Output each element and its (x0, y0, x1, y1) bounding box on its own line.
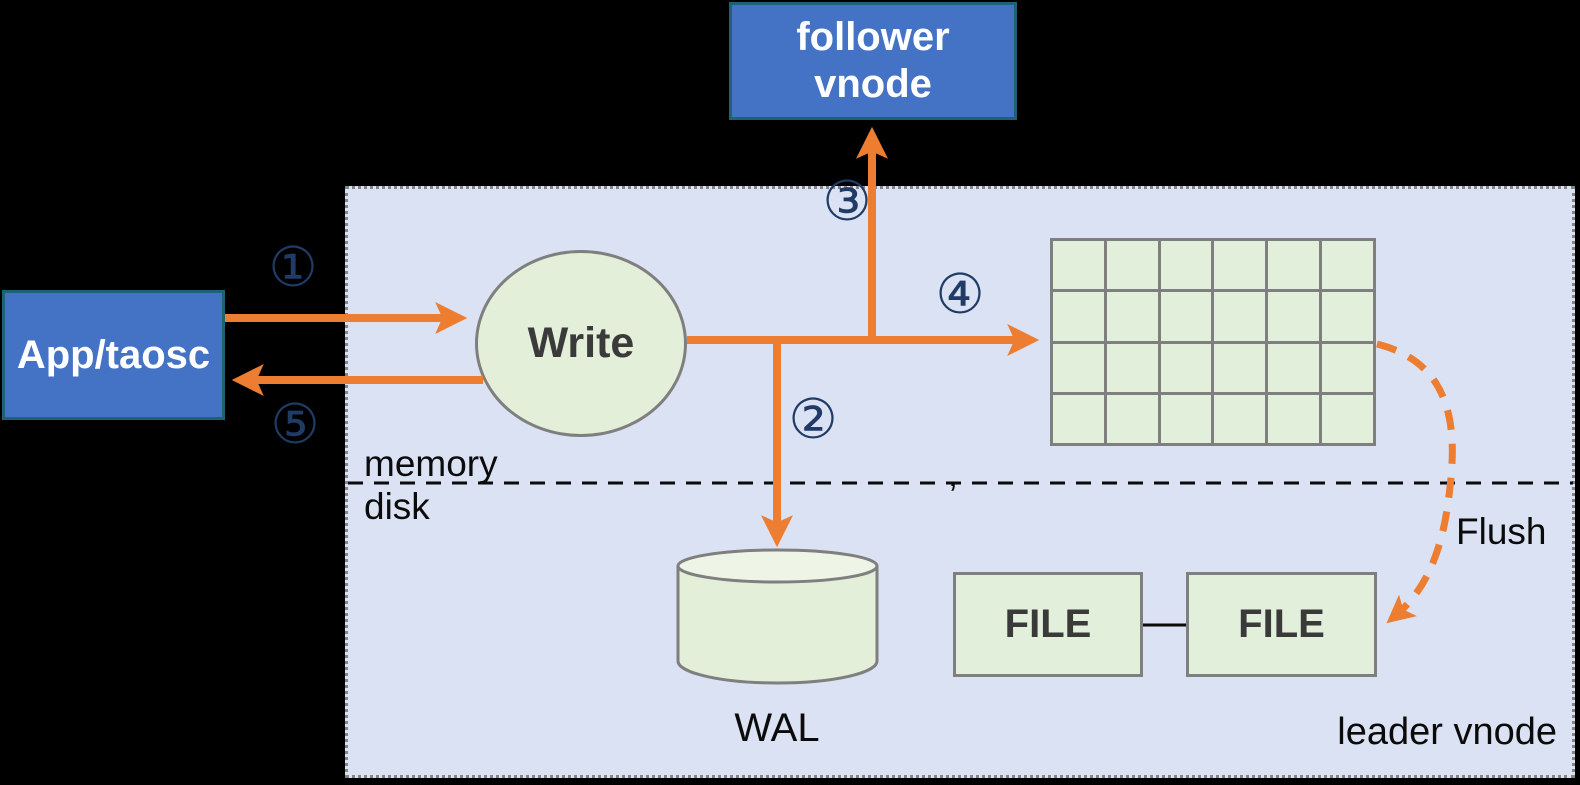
flush-label: Flush (1456, 511, 1547, 552)
memtable-cell (1214, 241, 1266, 290)
memtable-cell (1160, 343, 1212, 392)
wal-label: WAL (734, 706, 820, 750)
memtable-cell (1160, 292, 1212, 341)
file-node-right: FILE (1186, 572, 1377, 677)
memtable-cell (1268, 394, 1320, 443)
step-2-badge: ② (788, 387, 838, 451)
memtable-cell (1322, 241, 1373, 290)
memtable-cell (1268, 241, 1320, 290)
memtable-grid (1050, 238, 1376, 446)
memtable-cell (1160, 241, 1212, 290)
memtable-cell (1053, 343, 1104, 392)
follower-vnode-node: follower vnode (729, 2, 1017, 120)
memtable-cell (1053, 394, 1104, 443)
memtable-cell (1214, 394, 1266, 443)
follower-vnode-label-line2: vnode (814, 62, 932, 106)
memtable-cell (1322, 394, 1373, 443)
app-taosc-node: App/taosc (2, 290, 225, 420)
memtable-cell (1268, 292, 1320, 341)
leader-vnode-label: leader vnode (1337, 711, 1557, 753)
memtable-cell (1053, 292, 1104, 341)
memory-label: memory (364, 443, 498, 484)
step-3-badge: ③ (822, 169, 872, 233)
stray-comma-mark: , (948, 453, 959, 494)
step-1-badge: ① (268, 235, 318, 299)
memtable-cell (1053, 241, 1104, 290)
memtable-cell (1214, 292, 1266, 341)
memtable-cell (1214, 343, 1266, 392)
memtable-cell (1322, 343, 1373, 392)
disk-label: disk (364, 486, 430, 527)
app-taosc-label: App/taosc (16, 332, 211, 377)
write-label: Write (527, 319, 635, 367)
memtable-cell (1268, 343, 1320, 392)
file-left-label: FILE (1004, 602, 1092, 646)
memtable-cell (1106, 394, 1158, 443)
wal-cylinder (676, 548, 879, 685)
memtable-cell (1322, 292, 1373, 341)
memtable-cell (1160, 394, 1212, 443)
arrow-flush-curve (1376, 340, 1456, 624)
follower-vnode-label-line1: follower (796, 15, 950, 59)
memtable-cell (1106, 241, 1158, 290)
file-node-left: FILE (953, 572, 1143, 677)
step-4-badge: ④ (935, 262, 985, 326)
step-5-badge: ⑤ (270, 392, 320, 456)
file-right-label: FILE (1238, 602, 1325, 646)
memtable-cell (1106, 343, 1158, 392)
write-process-node: Write (475, 250, 687, 437)
memtable-cell (1106, 292, 1158, 341)
